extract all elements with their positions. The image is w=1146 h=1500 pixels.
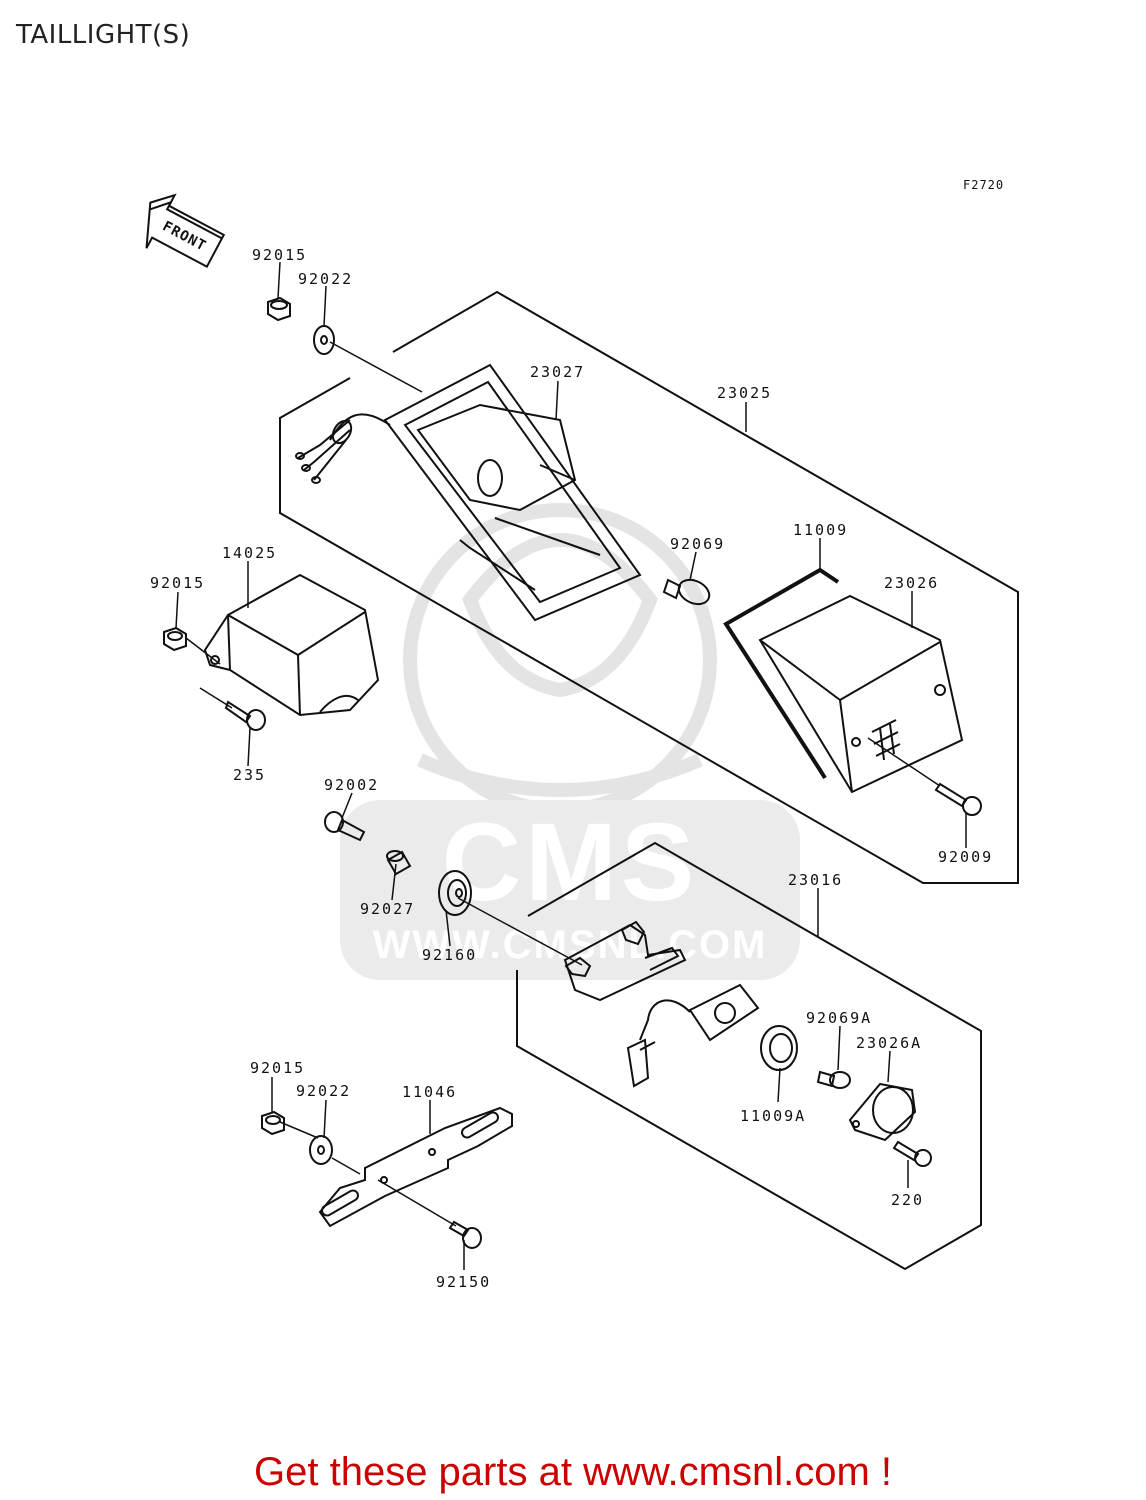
gasket-11009	[723, 567, 840, 780]
nut-92015-middle	[163, 626, 187, 652]
assembly-outline-23016	[516, 841, 982, 1271]
part-label: 23016	[788, 871, 843, 889]
nut-92015-top	[267, 296, 291, 322]
part-label: 92160	[422, 946, 477, 964]
watermark-brand: CMS	[442, 801, 698, 924]
part-label: 23025	[717, 384, 772, 402]
bolt-92150	[448, 1220, 482, 1249]
watermark	[403, 503, 717, 817]
bulb-92069	[662, 578, 711, 606]
part-label: 92069A	[806, 1009, 872, 1027]
watermark-banner	[340, 800, 800, 980]
part-label: 92150	[436, 1273, 491, 1291]
part-label: 11009	[793, 521, 848, 539]
part-label: 92015	[250, 1059, 305, 1077]
exploded-parts-diagram: CMS WWW.CMSNL.COM FRONT	[145, 193, 1019, 1291]
part-label: 11046	[402, 1083, 457, 1101]
part-label: 220	[891, 1191, 924, 1209]
part-label: 92022	[298, 270, 353, 288]
front-arrow: FRONT	[145, 193, 226, 269]
assembly-outline-23025	[279, 290, 1019, 884]
part-label: 92015	[150, 574, 205, 592]
nut-92015-bottom	[261, 1110, 285, 1136]
bulb-92069A	[816, 1070, 851, 1089]
part-label: 92009	[938, 848, 993, 866]
washer-92022-top	[313, 325, 335, 355]
grommet-92160	[438, 870, 472, 916]
part-label: 23026	[884, 574, 939, 592]
part-label: 92002	[324, 776, 379, 794]
part-label: 11009A	[740, 1107, 806, 1125]
lens-23026A	[848, 1082, 917, 1142]
washer-92022-bottom	[309, 1135, 333, 1165]
bracket-11046	[318, 1106, 513, 1228]
screw-92009	[934, 782, 982, 816]
screw-220	[892, 1140, 932, 1167]
promo-link-text[interactable]: Get these parts at www.cmsnl.com !	[254, 1450, 892, 1494]
lens-23026	[758, 594, 964, 794]
gasket-11009A	[760, 1025, 798, 1071]
part-label: 92027	[360, 900, 415, 918]
part-label: 92022	[296, 1082, 351, 1100]
figure-code: F2720	[963, 178, 1005, 192]
screw-92002	[324, 811, 366, 842]
screw-235	[224, 700, 266, 731]
cover-14025	[203, 573, 380, 717]
page-title: TAILLIGHT(S)	[16, 20, 191, 50]
part-label: 92015	[252, 246, 307, 264]
taillight-base-23027	[295, 363, 642, 622]
part-label: 235	[233, 766, 266, 784]
part-label: 23027	[530, 363, 585, 381]
license-light-23016	[563, 920, 760, 1088]
part-label: 14025	[222, 544, 277, 562]
part-labels: 92015 92022 23027 23025 14025 92015 9206…	[150, 246, 993, 1291]
part-label: 92069	[670, 535, 725, 553]
watermark-url: WWW.CMSNL.COM	[373, 923, 768, 967]
leader-lines	[175, 261, 967, 1270]
collar-92027	[386, 850, 412, 876]
part-label: 23026A	[856, 1034, 922, 1052]
